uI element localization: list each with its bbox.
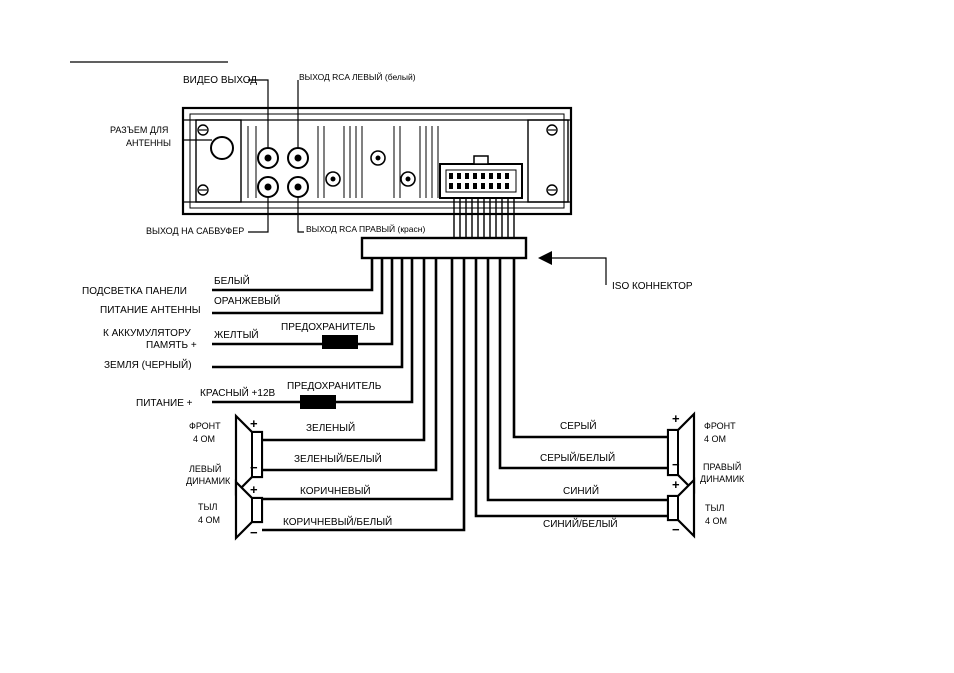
minus-sign: − — [672, 457, 680, 472]
label-gray-white: СЕРЫЙ/БЕЛЫЙ — [540, 451, 615, 464]
head-unit-back-panel — [181, 106, 573, 216]
label-rear-left-2: 4 ОМ — [198, 515, 220, 525]
label-blue: СИНИЙ — [563, 484, 599, 497]
label-antenna-socket-1: РАЗЪЕМ ДЛЯ — [110, 125, 168, 135]
plus-sign: + — [672, 477, 680, 492]
antenna-socket-icon — [210, 136, 234, 160]
label-iso-connector: ISO КОННЕКТОР — [612, 281, 693, 292]
label-subwoofer-out: ВЫХОД НА САБВУФЕР — [146, 226, 244, 236]
label-green: ЗЕЛЕНЫЙ — [306, 421, 355, 434]
wire-green — [262, 258, 426, 442]
label-front-right-2: 4 ОМ — [704, 434, 726, 444]
subwoofer-leader — [248, 197, 269, 233]
fuse-icon — [322, 335, 358, 349]
plus-sign: + — [672, 411, 680, 426]
wire-blue — [486, 258, 684, 502]
wire-gray — [512, 258, 684, 439]
wire-green-white — [262, 258, 438, 472]
label-panel-light: ПОДСВЕТКА ПАНЕЛИ — [82, 286, 187, 297]
iso-plug — [360, 236, 528, 260]
cable-bundle — [453, 198, 515, 238]
rca-right-leader — [297, 197, 304, 233]
wire-red — [212, 258, 414, 404]
video-out-leader — [248, 79, 269, 148]
wire-yellow — [212, 258, 394, 346]
plus-sign: + — [250, 416, 258, 431]
label-front-right-1: ФРОНТ — [704, 421, 736, 431]
label-rear-right-2: 4 ОМ — [705, 516, 727, 526]
label-antenna-power: ПИТАНИЕ АНТЕННЫ — [100, 305, 201, 316]
minus-sign: − — [250, 525, 258, 540]
label-rear-left-1: ТЫЛ — [198, 502, 217, 512]
label-rca-right: ВЫХОД RCA ПРАВЫЙ (красн) — [306, 223, 425, 234]
label-left-speaker-1: ЛЕВЫЙ — [189, 463, 221, 474]
label-blue-white: СИНИЙ/БЕЛЫЙ — [543, 517, 618, 530]
rca-jacks — [257, 147, 309, 198]
label-green-white: ЗЕЛЕНЫЙ/БЕЛЫЙ — [294, 452, 382, 465]
label-fuse: ПРЕДОХРАНИТЕЛЬ — [281, 322, 376, 333]
iso-arrow-icon — [538, 251, 607, 285]
minus-sign: − — [672, 522, 680, 537]
speaker-rear-right-icon — [666, 477, 696, 539]
label-gray: СЕРЫЙ — [560, 419, 597, 432]
label-brown: КОРИЧНЕВЫЙ — [300, 484, 371, 497]
label-antenna-socket-2: АНТЕННЫ — [126, 138, 171, 148]
plus-sign: + — [250, 482, 258, 497]
speaker-front-left-icon — [234, 413, 264, 496]
speaker-rear-left-icon — [234, 479, 264, 541]
label-front-left-2: 4 ОМ — [193, 434, 215, 444]
wire-white — [212, 258, 374, 292]
label-rca-left: ВЫХОД RCA ЛЕВЫЙ (белый) — [299, 71, 416, 82]
screw-icon — [197, 124, 558, 196]
fuse-icon — [300, 395, 336, 409]
wire-brown — [262, 258, 454, 501]
label-red12: КРАСНЫЙ +12В — [200, 386, 276, 399]
label-front-left-1: ФРОНТ — [189, 421, 221, 431]
minus-sign: − — [250, 460, 258, 475]
wire-ground — [212, 258, 404, 369]
label-brown-white: КОРИЧНЕВЫЙ/БЕЛЫЙ — [283, 515, 392, 528]
label-battery-2: ПАМЯТЬ + — [146, 340, 197, 351]
label-video-out: ВИДЕО ВЫХОД — [183, 75, 257, 86]
label-left-speaker-2: ДИНАМИК — [186, 476, 231, 486]
left-wires — [212, 258, 684, 532]
label-ground: ЗЕМЛЯ (ЧЕРНЫЙ) — [104, 358, 192, 371]
label-right-speaker-2: ДИНАМИК — [700, 474, 745, 484]
label-power: ПИТАНИЕ + — [136, 398, 193, 409]
label-white: БЕЛЫЙ — [214, 274, 250, 287]
wire-blue-white — [474, 258, 684, 518]
label-right-speaker-1: ПРАВЫЙ — [703, 461, 741, 472]
label-fuse: ПРЕДОХРАНИТЕЛЬ — [287, 381, 382, 392]
label-orange: ОРАНЖЕВЫЙ — [214, 294, 280, 307]
wire-gray-white — [498, 258, 684, 470]
wire-brown-white — [262, 258, 466, 532]
label-battery-1: К АККУМУЛЯТОРУ — [103, 328, 191, 339]
wire-orange — [212, 258, 384, 315]
label-rear-right-1: ТЫЛ — [705, 503, 724, 513]
heatsink-fins — [247, 126, 439, 198]
label-yellow: ЖЕЛТЫЙ — [214, 328, 259, 341]
iso-socket — [439, 155, 523, 199]
